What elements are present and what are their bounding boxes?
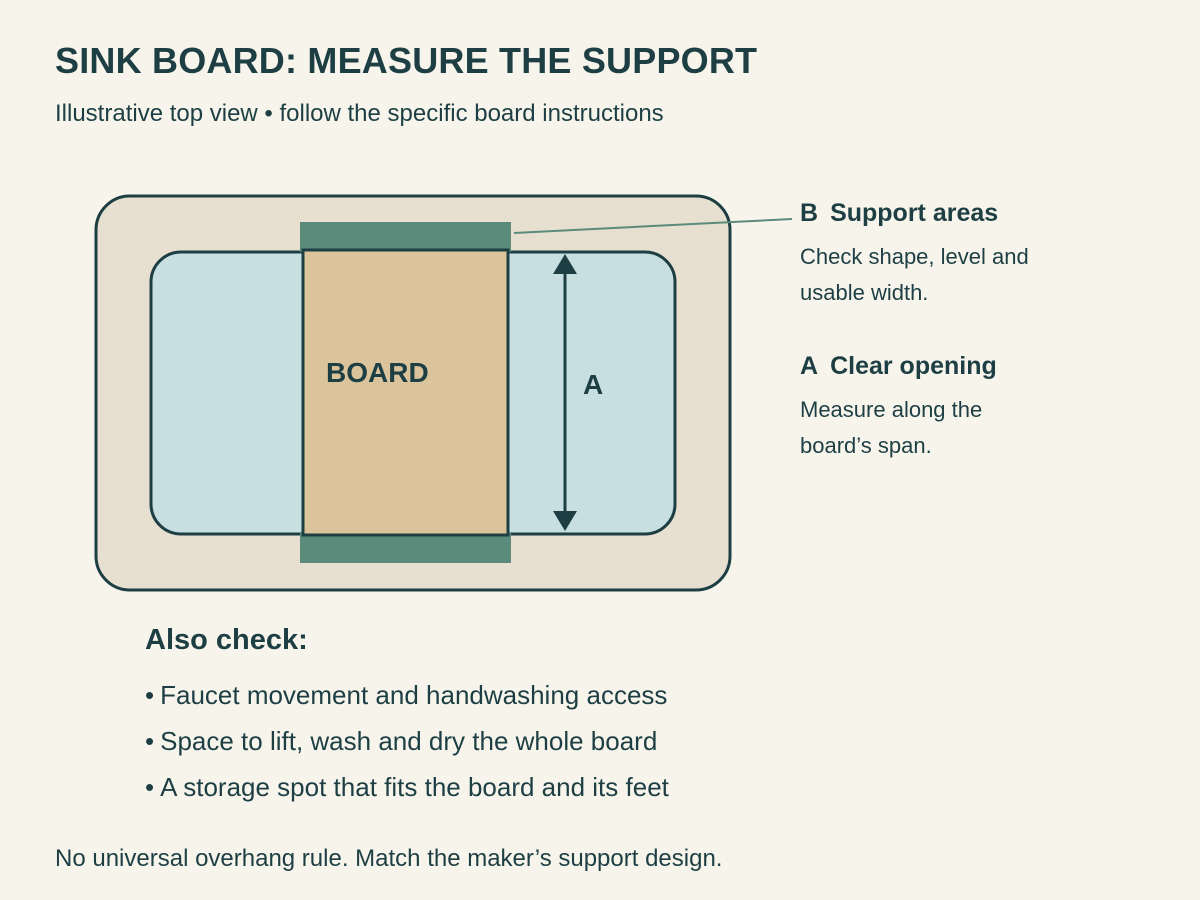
support-area-top: [300, 222, 511, 252]
dimension-a-label: A: [583, 369, 603, 400]
callout-a-heading: A Clear opening: [800, 352, 997, 381]
list-item-text: Space to lift, wash and dry the whole bo…: [160, 726, 658, 756]
callout-b-text: Check shape, level and usable width.: [800, 244, 1029, 305]
also-check-list: •Faucet movement and handwashing access …: [145, 672, 669, 810]
page-title: SINK BOARD: MEASURE THE SUPPORT: [55, 40, 758, 81]
board: [301, 248, 510, 537]
callout-a-text: Measure along the board’s span.: [800, 397, 983, 458]
callout-b-leader-line: [513, 218, 793, 234]
list-item-text: A storage spot that fits the board and i…: [160, 772, 669, 802]
bullet-icon: •: [145, 680, 155, 710]
support-area-bottom: [300, 533, 511, 563]
callout-b-title: Support areas: [830, 199, 999, 227]
list-item: •Faucet movement and handwashing access: [145, 672, 669, 718]
list-item-text: Faucet movement and handwashing access: [160, 680, 668, 710]
dimension-a-arrowhead-bottom: [553, 511, 577, 531]
list-item: •Space to lift, wash and dry the whole b…: [145, 718, 669, 764]
callout-a-key: A: [800, 352, 819, 380]
board-label: BOARD: [326, 357, 429, 388]
list-item: •A storage spot that fits the board and …: [145, 764, 669, 810]
dimension-a-arrowhead-top: [553, 254, 577, 274]
bullet-icon: •: [145, 772, 155, 802]
bullet-icon: •: [145, 726, 155, 756]
page-subtitle: Illustrative top view • follow the speci…: [55, 100, 664, 127]
callout-b-key: B: [800, 199, 819, 227]
callout-b-heading: B Support areas: [800, 199, 998, 228]
footer-note: No universal overhang rule. Match the ma…: [55, 845, 723, 872]
also-check-title: Also check:: [145, 624, 308, 656]
callout-a-title: Clear opening: [830, 352, 997, 380]
